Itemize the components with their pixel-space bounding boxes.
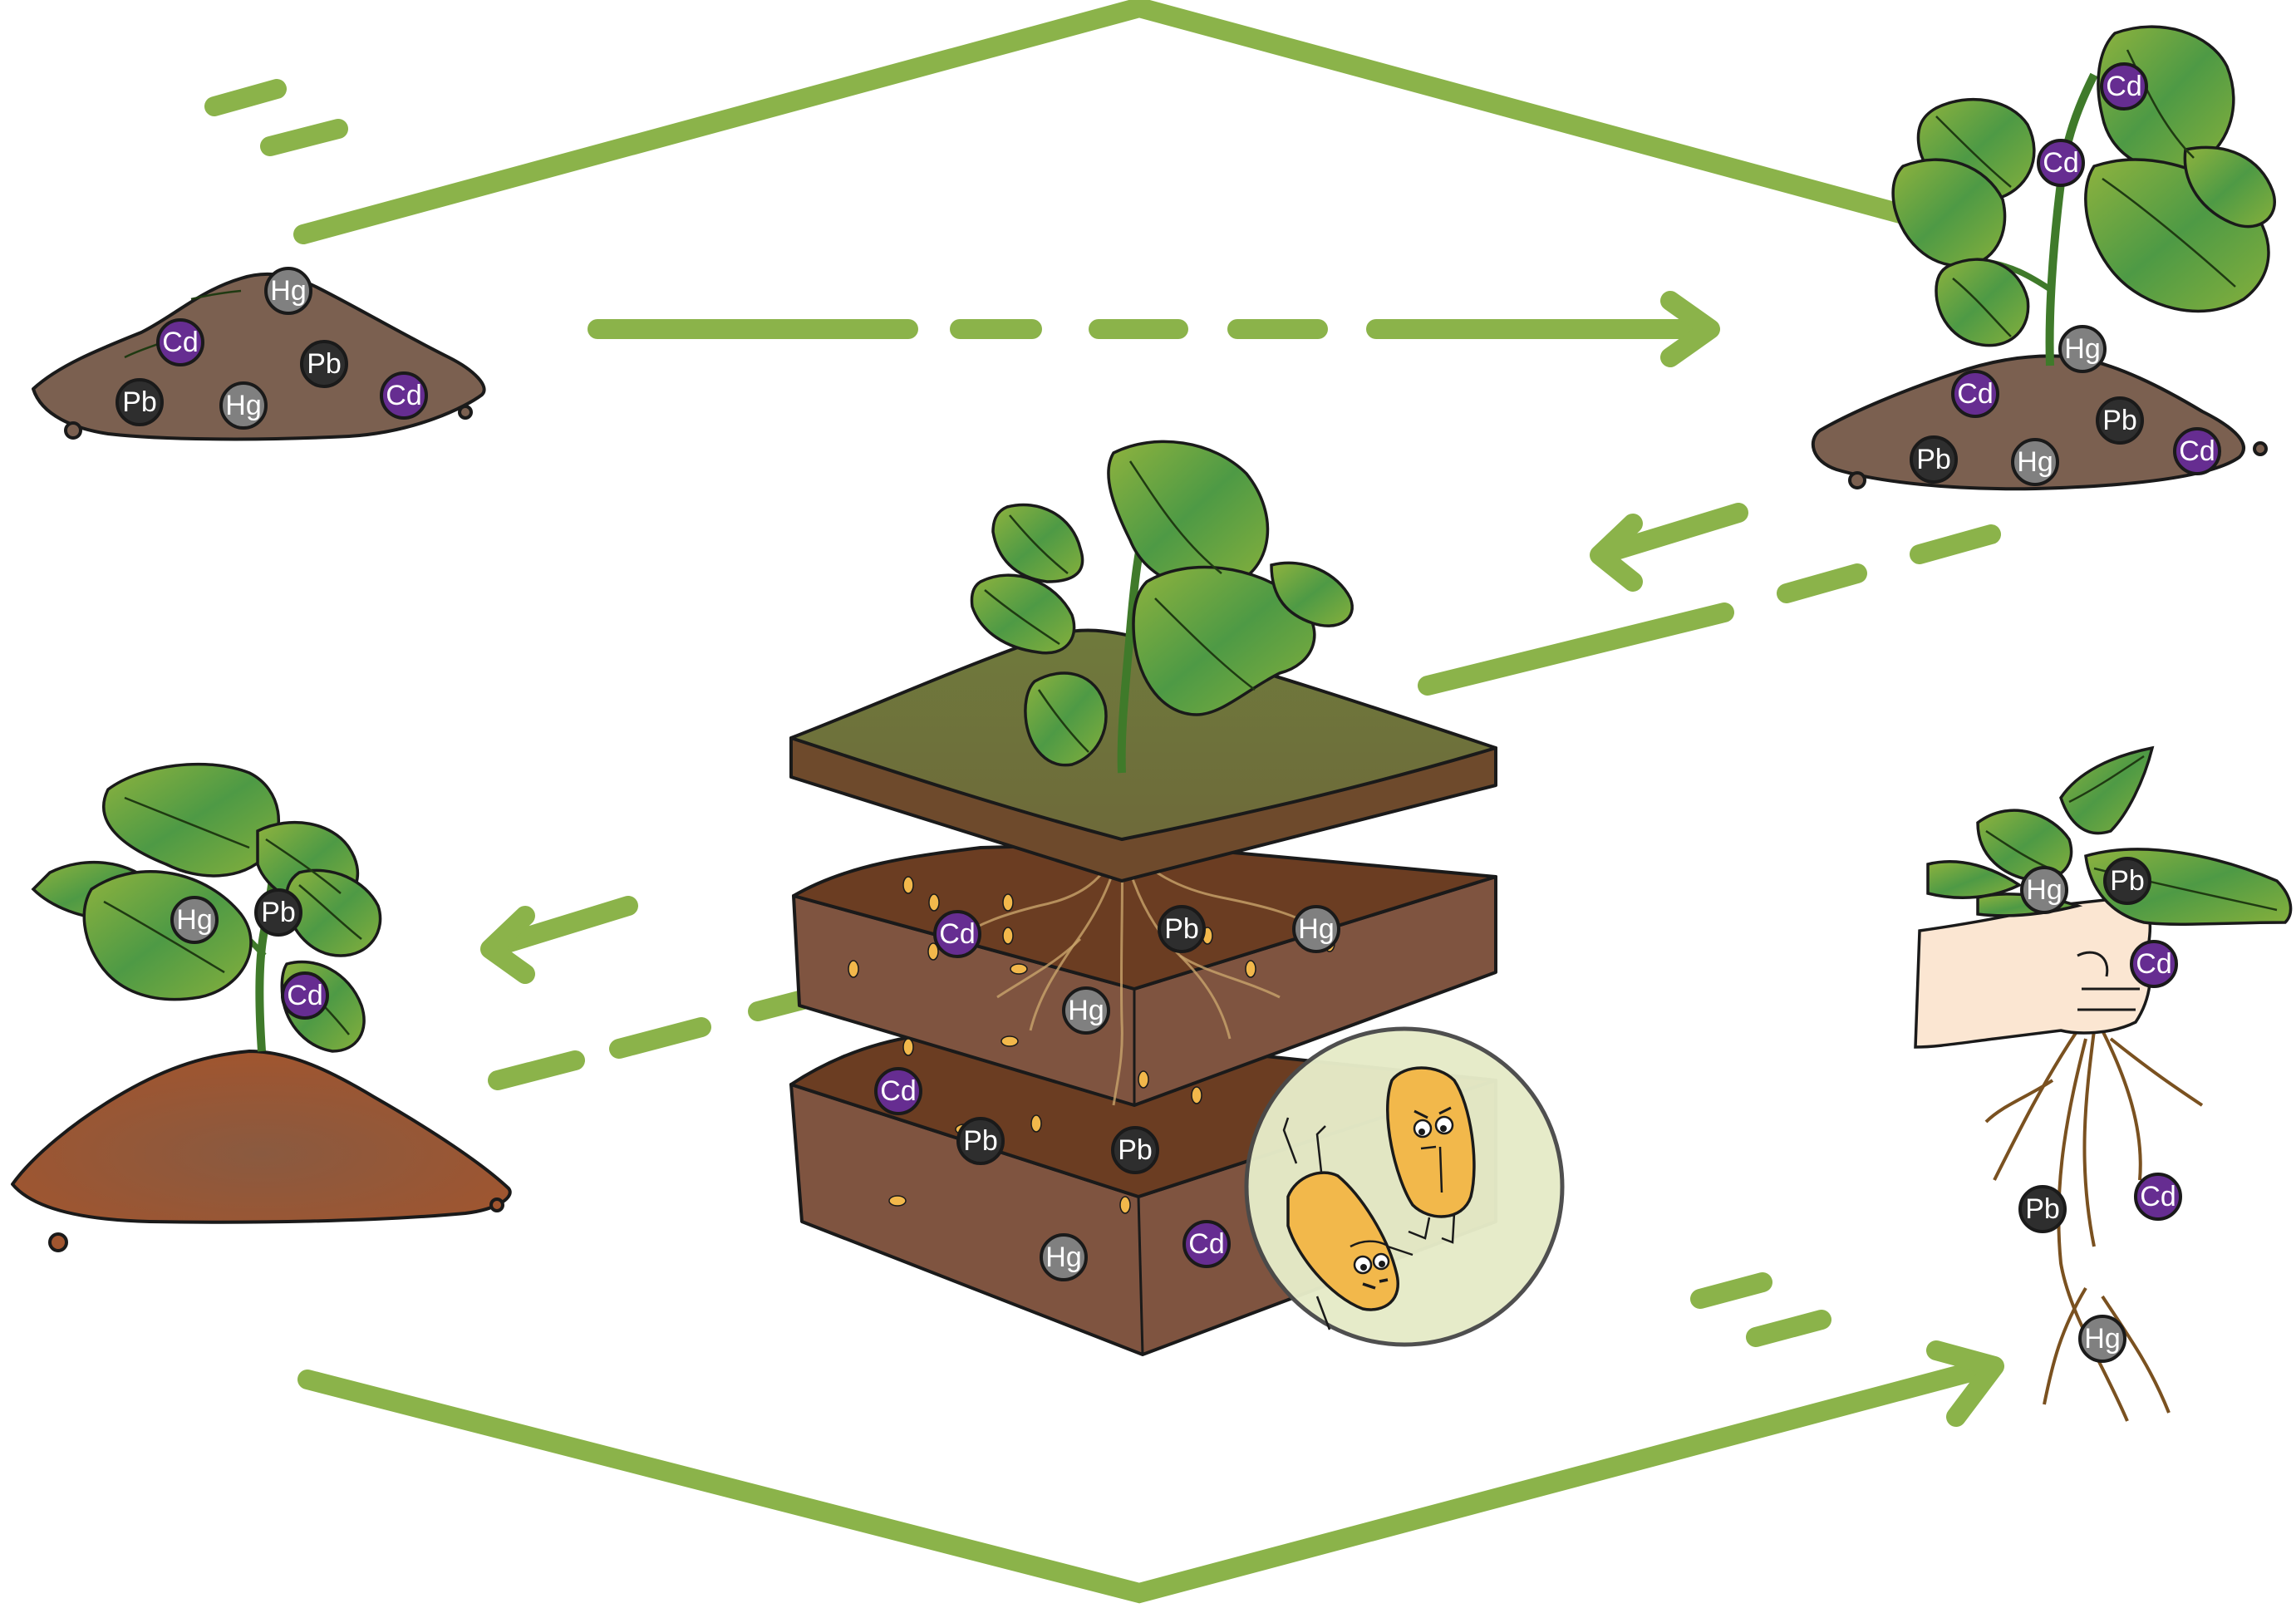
svg-text:Hg: Hg [2017, 446, 2053, 478]
cd-badge: Cd [2037, 139, 2085, 187]
svg-text:Hg: Hg [1298, 913, 1334, 945]
svg-text:Cd: Cd [1957, 378, 1993, 410]
svg-text:Hg: Hg [225, 390, 261, 421]
cd-badge: Cd [2173, 427, 2221, 475]
cd-badge: Cd [874, 1067, 922, 1115]
svg-text:Hg: Hg [2084, 1323, 2120, 1355]
hg-badge: Hg [170, 896, 219, 944]
hg-badge: Hg [2011, 438, 2059, 486]
pb-badge: Pb [2103, 857, 2151, 905]
pb-badge: Pb [1111, 1126, 1159, 1174]
uptake-arrow-to-profile [1418, 503, 2001, 696]
pb-badge: Pb [956, 1117, 1005, 1165]
svg-text:Cd: Cd [2136, 948, 2171, 980]
top-left-motion-dashes [204, 79, 348, 156]
svg-text:Pb: Pb [2110, 865, 2145, 897]
cd-badge: Cd [380, 371, 428, 420]
hand [1914, 896, 2152, 1049]
cd-badge: Cd [2134, 1173, 2182, 1221]
svg-text:Hg: Hg [1068, 995, 1104, 1026]
svg-text:Pb: Pb [2025, 1193, 2060, 1225]
svg-text:Pb: Pb [1118, 1134, 1153, 1166]
hg-badge: Hg [2078, 1315, 2126, 1363]
central-plant [970, 440, 1354, 774]
svg-text:Pb: Pb [307, 348, 342, 380]
svg-text:Hg: Hg [2064, 333, 2100, 365]
cd-badge: Cd [933, 910, 981, 958]
cd-badge: Cd [2130, 940, 2178, 988]
svg-text:Cd: Cd [880, 1075, 916, 1107]
cd-badge: Cd [156, 318, 204, 366]
pb-badge: Pb [116, 378, 164, 426]
svg-text:Pb: Pb [1164, 913, 1199, 945]
svg-text:Cd: Cd [939, 918, 975, 950]
plant-roots-harvested [1984, 1029, 2204, 1422]
bacterium-lower [1282, 1117, 1413, 1330]
planted-soil-badges: Cd Cd Hg Cd Pb Pb Hg Cd [1910, 62, 2221, 486]
pb-badge: Pb [254, 888, 302, 937]
remediation-arrow-to-left [480, 896, 813, 1090]
harvested-leaves [1926, 745, 2293, 926]
hg-badge: Hg [2020, 866, 2068, 914]
cd-badge: Cd [281, 971, 329, 1020]
cd-badge: Cd [1182, 1220, 1231, 1268]
bottom-right-motion-dashes [1690, 1272, 1831, 1347]
harvested-plant [1914, 745, 2293, 1422]
svg-text:Cd: Cd [2140, 1181, 2176, 1212]
contaminated-soil-badges: Hg Cd Pb Pb Hg Cd [116, 267, 428, 430]
bottom-cycle-arrow [297, 1340, 2004, 1604]
svg-text:Cd: Cd [2179, 435, 2215, 467]
pb-badge: Pb [2096, 396, 2144, 445]
cd-badge: Cd [1951, 370, 1999, 418]
remediated-soil-mound [11, 1050, 512, 1252]
pb-badge: Pb [1910, 435, 1958, 484]
hg-badge: Hg [264, 267, 312, 315]
bacterium-upper [1386, 1066, 1476, 1244]
hg-badge: Hg [1062, 986, 1110, 1035]
svg-text:Hg: Hg [176, 904, 212, 936]
pb-badge: Pb [1158, 905, 1206, 953]
svg-text:Hg: Hg [1045, 1242, 1081, 1273]
microbe-inset [1244, 1026, 1565, 1347]
svg-text:Cd: Cd [2106, 71, 2141, 102]
soil-profile-badges: Cd Pb Hg Hg Cd Pb Pb Hg Cd [874, 905, 1340, 1281]
svg-text:Pb: Pb [261, 897, 296, 928]
top-cycle-arrow [293, 0, 1987, 244]
svg-text:Cd: Cd [386, 380, 421, 411]
top-right-plant [1891, 25, 2276, 366]
svg-text:Cd: Cd [162, 327, 198, 358]
hg-badge: Hg [2058, 325, 2107, 373]
svg-text:Pb: Pb [122, 386, 157, 418]
svg-text:Cd: Cd [287, 980, 322, 1011]
soil-layer-top [789, 628, 1497, 883]
svg-text:Pb: Pb [2102, 405, 2137, 436]
svg-text:Hg: Hg [270, 275, 306, 307]
svg-text:Pb: Pb [963, 1125, 998, 1157]
svg-text:Hg: Hg [2026, 874, 2062, 906]
contamination-arrow [588, 291, 1720, 367]
hg-badge: Hg [219, 381, 268, 430]
remediated-plant-badges: Hg Pb Cd [170, 888, 329, 1020]
hg-badge: Hg [1040, 1233, 1088, 1281]
pb-badge: Pb [300, 340, 348, 388]
svg-text:Cd: Cd [1188, 1228, 1224, 1260]
cd-badge: Cd [2100, 62, 2148, 111]
harvested-plant-badges: Hg Pb Cd Pb Cd Hg [2018, 857, 2182, 1363]
svg-text:Cd: Cd [2043, 147, 2078, 179]
pb-badge: Pb [2018, 1185, 2067, 1233]
svg-text:Pb: Pb [1916, 444, 1951, 475]
hg-badge: Hg [1292, 905, 1340, 953]
